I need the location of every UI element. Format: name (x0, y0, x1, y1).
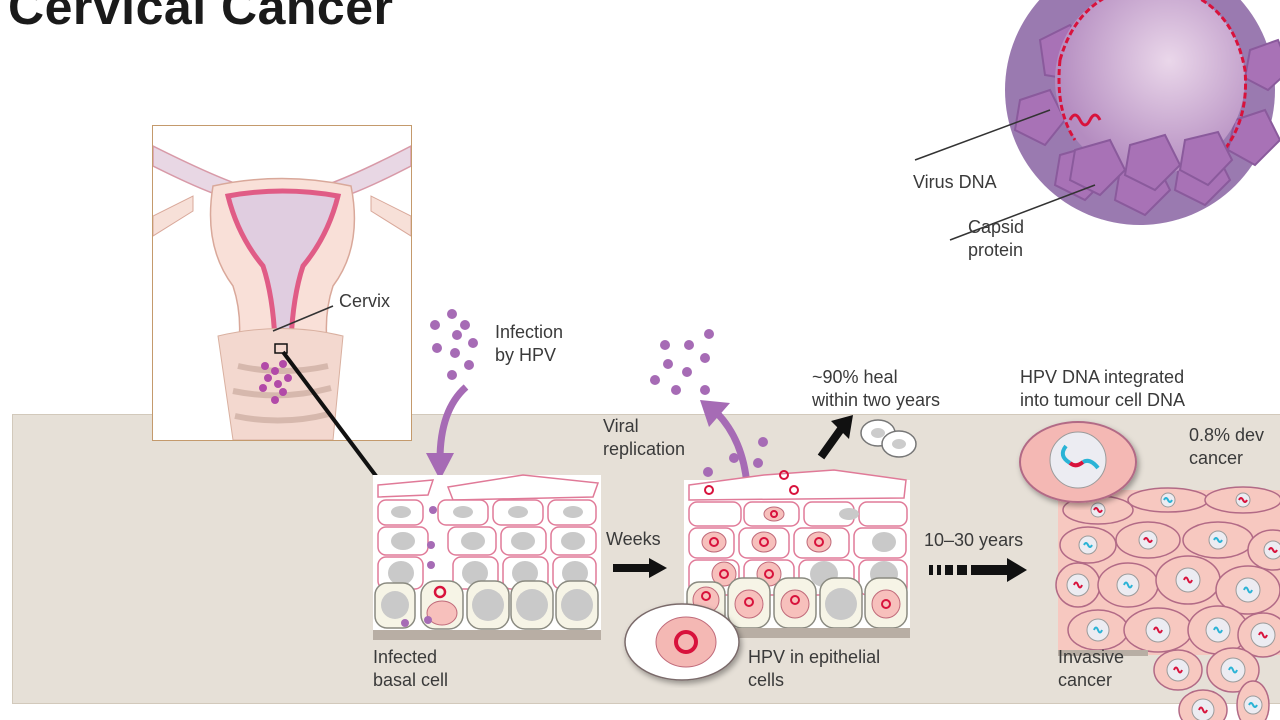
viral-replication-label: Viral replication (603, 415, 685, 461)
develop-line-1: 0.8% dev (1189, 425, 1265, 445)
invasive-line-1: Invasive (1058, 647, 1125, 667)
viral-replication-line-1: Viral (603, 416, 639, 436)
capsid-line-2: protein (968, 240, 1024, 260)
weeks-label: Weeks (606, 529, 661, 549)
heal-arrow-icon (817, 415, 853, 460)
tumour-cell-magnified (1019, 421, 1137, 503)
tissue-invasive-cancer (1055, 486, 1280, 720)
develop-line-2: cancer (1189, 448, 1244, 468)
healed-cells-icon (860, 419, 917, 458)
capsid-line-1: Capsid (968, 217, 1025, 237)
infected-basal-line-2: basal cell (373, 670, 449, 690)
hpv-particles-replication (650, 329, 714, 395)
years-dashed-arrow-icon (929, 558, 1027, 582)
integrated-line-2: into tumour cell DNA (1020, 390, 1186, 410)
heal-label: ~90% heal within two years (812, 366, 940, 412)
epithelial-cell-magnified (624, 603, 740, 681)
capsid-protein-label: Capsid protein (968, 216, 1024, 262)
replication-particles-small (703, 437, 768, 477)
hpv-epithelial-label: HPV in epithelial cells (748, 646, 880, 692)
years-label: 10–30 years (924, 530, 1024, 550)
cervix-label: Cervix (339, 291, 391, 311)
infected-basal-line-1: Infected (373, 647, 438, 667)
integrated-line-1: HPV DNA integrated (1020, 367, 1185, 387)
viral-replication-line-2: replication (603, 439, 686, 459)
infection-line-2: by HPV (495, 345, 557, 365)
uterus-inset: Cervix (152, 125, 412, 441)
invasive-line-2: cancer (1058, 670, 1113, 690)
infection-arrow-icon (426, 384, 469, 480)
integrated-label: HPV DNA integrated into tumour cell DNA (1020, 366, 1185, 412)
page-title: Cervical Cancer (8, 0, 394, 35)
hpv-particles-infection (430, 309, 478, 380)
infection-line-1: Infection (495, 322, 564, 342)
infected-basal-label: Infected basal cell (373, 646, 448, 692)
invasive-cancer-label: Invasive cancer (1058, 646, 1124, 692)
replication-arrow-icon (700, 400, 751, 486)
develop-cancer-label: 0.8% dev cancer (1189, 424, 1264, 470)
uterus-illustration (153, 145, 411, 440)
virus-dna-label: Virus DNA (913, 172, 997, 192)
heal-line-2: within two years (812, 390, 941, 410)
tissue-hpv-epithelial (684, 469, 910, 638)
hpv-epithelial-line-2: cells (748, 670, 785, 690)
hpv-epithelial-line-1: HPV in epithelial (748, 647, 881, 667)
infection-label: Infection by HPV (495, 321, 563, 367)
tissue-infected-basal (373, 474, 601, 640)
hpv-virus-illustration (914, 0, 1280, 241)
heal-line-1: ~90% heal (812, 367, 898, 387)
weeks-arrow-icon (613, 558, 667, 578)
